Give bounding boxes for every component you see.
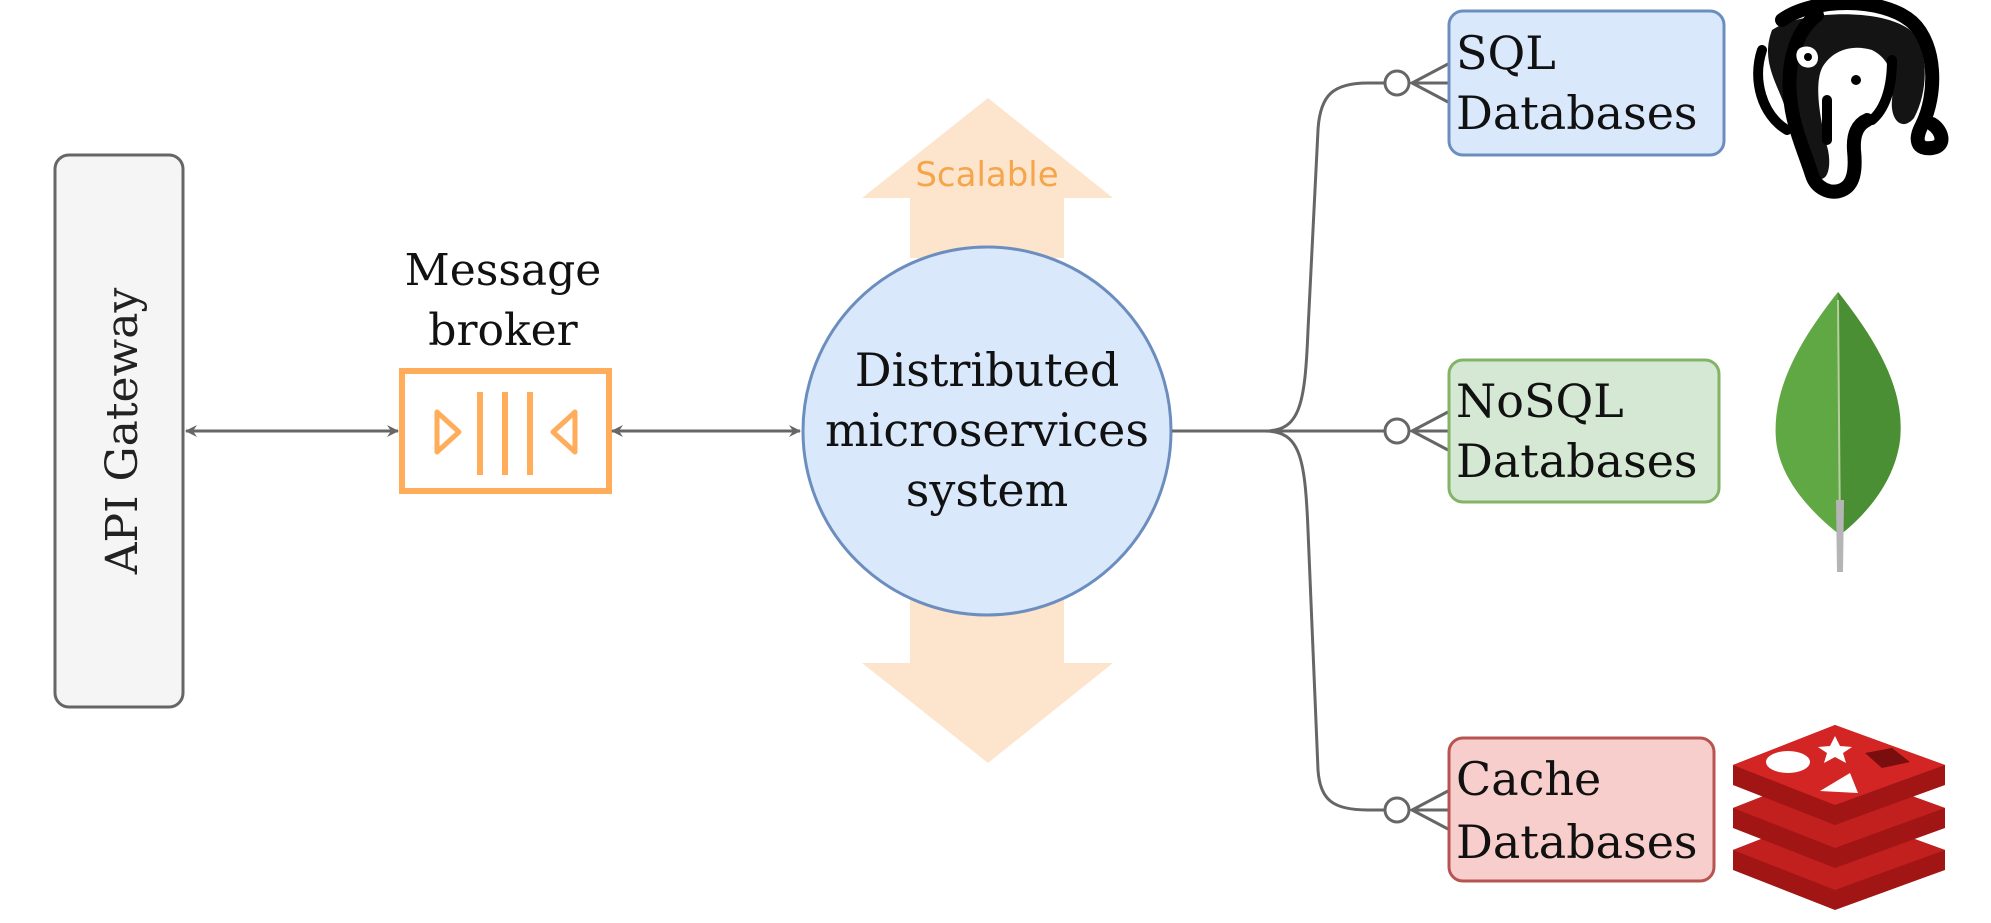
sql-databases: SQL Databases: [1447, 9, 1726, 157]
nosql-label-line2: Databases: [1456, 434, 1698, 488]
scalable-arrow-down: [862, 600, 1113, 763]
database-connectors: [1172, 62, 1449, 831]
api-gateway-label: API Gateway: [97, 288, 148, 576]
connector-to-cache: [1264, 429, 1385, 812]
message-broker-label-line2: broker: [428, 305, 578, 356]
mongodb-leaf-icon: [1775, 292, 1901, 572]
message-broker-label-line1: Message: [405, 245, 602, 296]
message-queue-icon: [399, 368, 612, 494]
sql-databases-box: [1447, 9, 1726, 157]
distributed-microservices-system: Distributed microservices system: [801, 245, 1173, 617]
nosql-databases: NoSQL Databases: [1447, 358, 1721, 504]
core-label-line1: Distributed: [855, 343, 1120, 397]
cache-label-line2: Databases: [1456, 815, 1698, 869]
postgresql-elephant-icon: [1753, 0, 1949, 199]
scalable-label: Scalable: [915, 155, 1058, 195]
sql-label-line2: Databases: [1456, 86, 1698, 140]
scalable-double-arrow: Scalable: [862, 98, 1113, 763]
scalable-arrow-up: [862, 98, 1113, 258]
api-gateway-box: [53, 153, 185, 709]
nosql-label-line1: NoSQL: [1456, 374, 1624, 428]
core-label-line3: system: [906, 463, 1069, 517]
sql-label-line1: SQL: [1456, 26, 1556, 80]
cache-databases-box: [1447, 736, 1716, 883]
redis-stack-icon: [1733, 725, 1945, 910]
core-circle: [801, 245, 1173, 617]
cache-databases: Cache Databases: [1447, 736, 1716, 883]
cache-label-line1: Cache: [1456, 752, 1601, 806]
core-label-line2: microservices: [825, 403, 1149, 457]
nosql-databases-box: [1447, 358, 1721, 504]
api-gateway: API Gateway: [53, 153, 185, 709]
message-broker: Message broker: [399, 245, 612, 494]
connector-to-sql: [1172, 81, 1385, 433]
